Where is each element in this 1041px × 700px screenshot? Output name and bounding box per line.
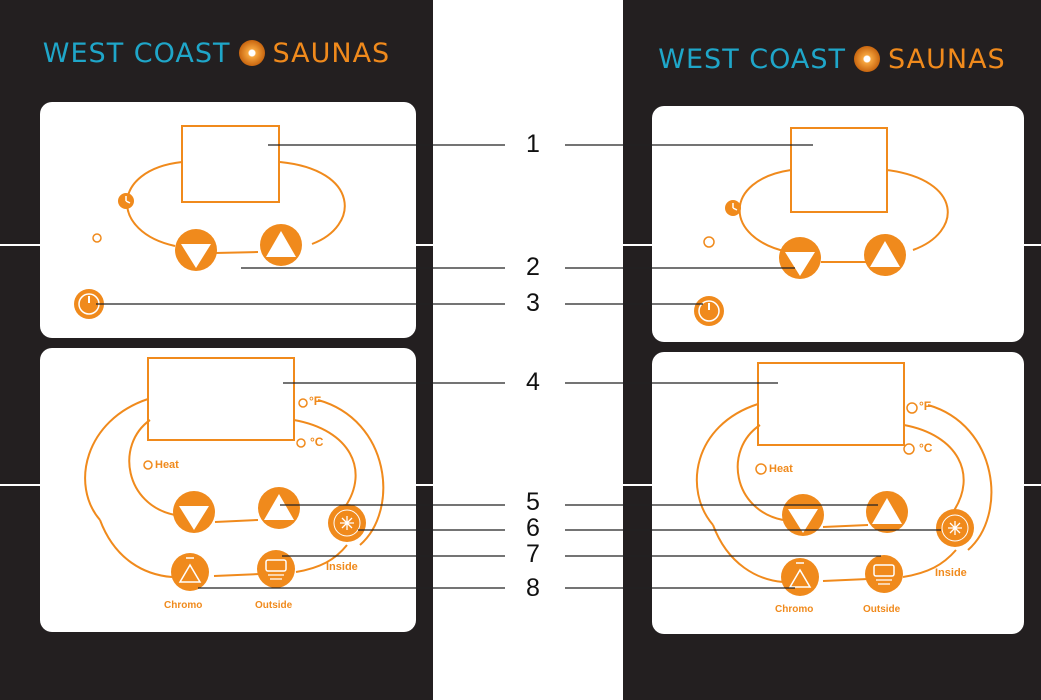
temp-down-button[interactable] (173, 491, 215, 533)
timer-indicator-led (92, 233, 102, 243)
leader-lines-right (623, 144, 941, 589)
brand-word-1: WEST COAST (42, 38, 231, 69)
inside-light-icon (948, 521, 962, 535)
heat-label: Heat (769, 463, 793, 475)
outside-light-button[interactable] (865, 555, 903, 593)
power-button[interactable] (694, 296, 724, 326)
control-panel-right: WEST COAST SAUNAS (623, 0, 1041, 700)
callout-6: 6 (526, 514, 540, 542)
down-arrow-icon (785, 252, 815, 276)
timer-display (181, 125, 280, 203)
celsius-label: °C (310, 435, 324, 449)
callout-3: 3 (526, 289, 540, 317)
outside-label: Outside (255, 600, 293, 611)
fahrenheit-led (906, 402, 918, 414)
timer-up-button[interactable] (260, 224, 302, 266)
inside-label: Inside (935, 567, 967, 579)
outside-light-icon (873, 564, 895, 577)
fahrenheit-label: °F (919, 399, 932, 413)
inside-light-icon (340, 516, 354, 530)
temperature-ring (695, 403, 993, 551)
control-panel-left: WEST COAST SAUNAS (0, 0, 433, 700)
celsius-led (903, 443, 915, 455)
outside-label: Outside (863, 604, 901, 615)
left-controls-svg (0, 125, 433, 591)
heat-led (143, 460, 153, 470)
outside-light-icon (265, 559, 287, 572)
chromo-light-button[interactable] (781, 558, 819, 596)
celsius-led (296, 438, 306, 448)
leader-lines-left (96, 144, 433, 589)
timer-ring (738, 169, 949, 263)
temp-up-button[interactable] (258, 487, 300, 529)
fahrenheit-led (298, 398, 308, 408)
callout-8: 8 (526, 574, 540, 602)
up-arrow-icon (870, 241, 900, 267)
chromo-light-icon (788, 562, 812, 588)
temperature-display (757, 362, 905, 446)
timer-up-button[interactable] (864, 234, 906, 276)
inside-light-button[interactable] (328, 504, 366, 542)
inside-light-button[interactable] (936, 509, 974, 547)
chromo-light-button[interactable] (171, 553, 209, 591)
heat-led (755, 463, 767, 475)
sun-logo-icon (238, 40, 265, 66)
temperature-ring (84, 398, 385, 546)
heat-label: Heat (155, 459, 179, 471)
temp-up-button[interactable] (866, 491, 908, 533)
up-arrow-icon (872, 498, 902, 524)
down-arrow-icon (788, 509, 818, 533)
chromo-label: Chromo (164, 600, 203, 611)
clock-icon (725, 200, 741, 216)
fahrenheit-label: °F (309, 394, 322, 408)
celsius-label: °C (919, 441, 933, 455)
brand-word-1: WEST COAST (658, 44, 846, 75)
callout-4: 4 (526, 368, 540, 396)
chromo-light-icon (178, 557, 202, 583)
light-ring (712, 524, 957, 583)
brand-logo: WEST COAST SAUNAS (623, 44, 1041, 75)
callout-2: 2 (526, 253, 540, 281)
outside-light-button[interactable] (257, 550, 295, 588)
callout-1: 1 (526, 130, 540, 158)
timer-display (790, 127, 888, 213)
light-ring (99, 519, 348, 578)
timer-indicator-led (703, 236, 715, 248)
timer-down-button[interactable] (175, 229, 217, 271)
timer-down-button[interactable] (779, 237, 821, 279)
brand-word-2: SAUNAS (888, 44, 1006, 75)
up-arrow-icon (264, 494, 294, 520)
callout-5: 5 (526, 488, 540, 516)
clock-icon (118, 193, 134, 209)
inside-label: Inside (326, 561, 358, 573)
callout-7: 7 (526, 540, 540, 568)
down-arrow-icon (179, 506, 209, 530)
down-arrow-icon (181, 244, 211, 268)
brand-word-2: SAUNAS (272, 38, 391, 69)
brand-logo: WEST COAST SAUNAS (0, 38, 433, 69)
chromo-label: Chromo (775, 604, 814, 615)
sun-logo-icon (854, 46, 880, 72)
up-arrow-icon (266, 231, 296, 257)
right-controls-svg (623, 127, 1041, 596)
